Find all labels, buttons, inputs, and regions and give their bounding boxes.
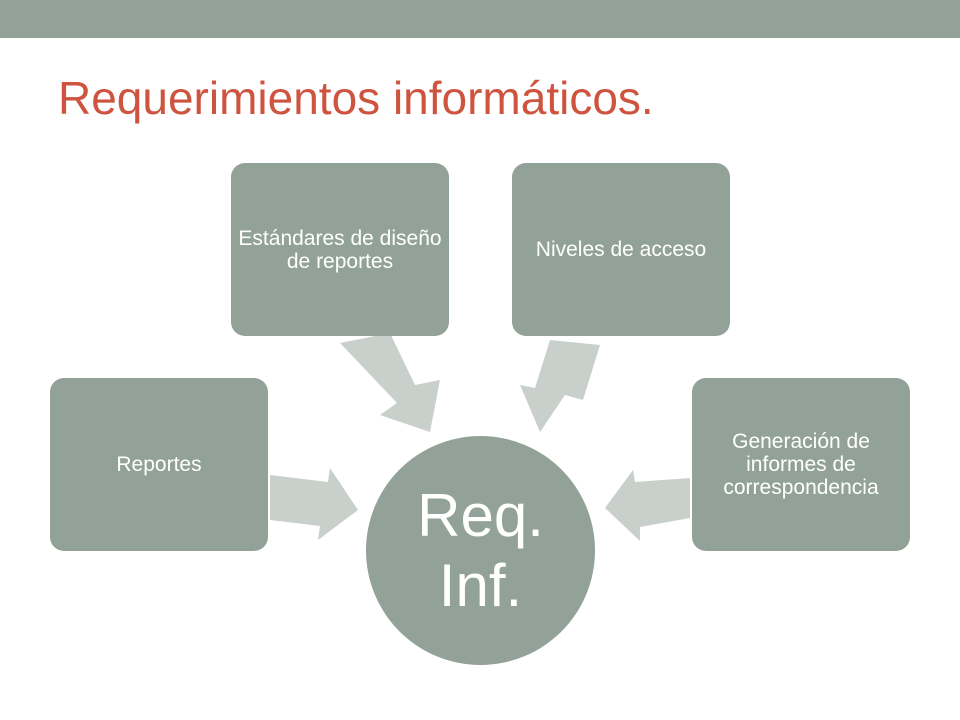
node-generacion: Generación de informes de correspondenci…	[692, 378, 910, 551]
node-reportes: Reportes	[50, 378, 268, 551]
node-estandares: Estándares de diseño de reportes	[231, 163, 449, 336]
node-niveles: Niveles de acceso	[512, 163, 730, 336]
arrow-generacion-to-center	[605, 470, 690, 541]
top-accent-bar	[0, 0, 960, 38]
node-generacion-label: Generación de informes de correspondenci…	[723, 430, 879, 499]
arrow-estandares-to-center	[340, 333, 440, 432]
node-niveles-label: Niveles de acceso	[535, 238, 707, 261]
slide-title: Requerimientos informáticos.	[58, 72, 654, 124]
center-node-label: Req. Inf.	[417, 481, 544, 619]
node-estandares-label: Estándares de diseño de reportes	[238, 226, 442, 273]
node-reportes-label: Reportes	[116, 453, 202, 476]
center-node: Req. Inf.	[366, 436, 595, 665]
arrow-reportes-to-center	[270, 468, 358, 540]
arrow-niveles-to-center	[520, 340, 600, 432]
